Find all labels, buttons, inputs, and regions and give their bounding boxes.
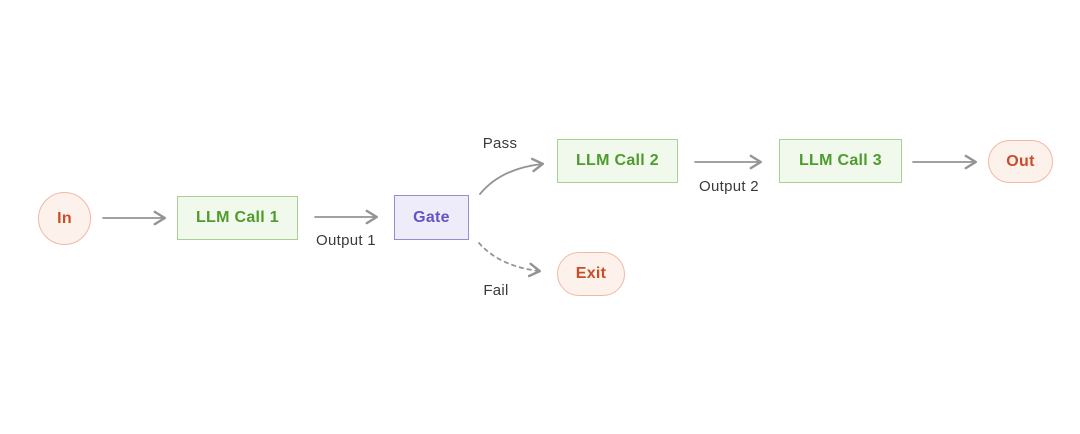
edge-gate-llm2 [479, 157, 544, 195]
node-out: Out [988, 140, 1053, 183]
edge-label-output-2: Output 2 [699, 178, 759, 195]
node-llm-call-3: LLM Call 3 [779, 139, 902, 183]
node-in: In [38, 192, 91, 245]
edge-gate-exit [478, 242, 541, 278]
edge-label-fail: Fail [483, 282, 509, 299]
node-llm-call-1: LLM Call 1 [177, 196, 298, 240]
edge-label-pass: Pass [482, 135, 518, 152]
edge-label-output-1: Output 1 [316, 232, 376, 249]
node-gate: Gate [394, 195, 469, 240]
node-exit: Exit [557, 252, 625, 296]
node-llm-call-2: LLM Call 2 [557, 139, 678, 183]
